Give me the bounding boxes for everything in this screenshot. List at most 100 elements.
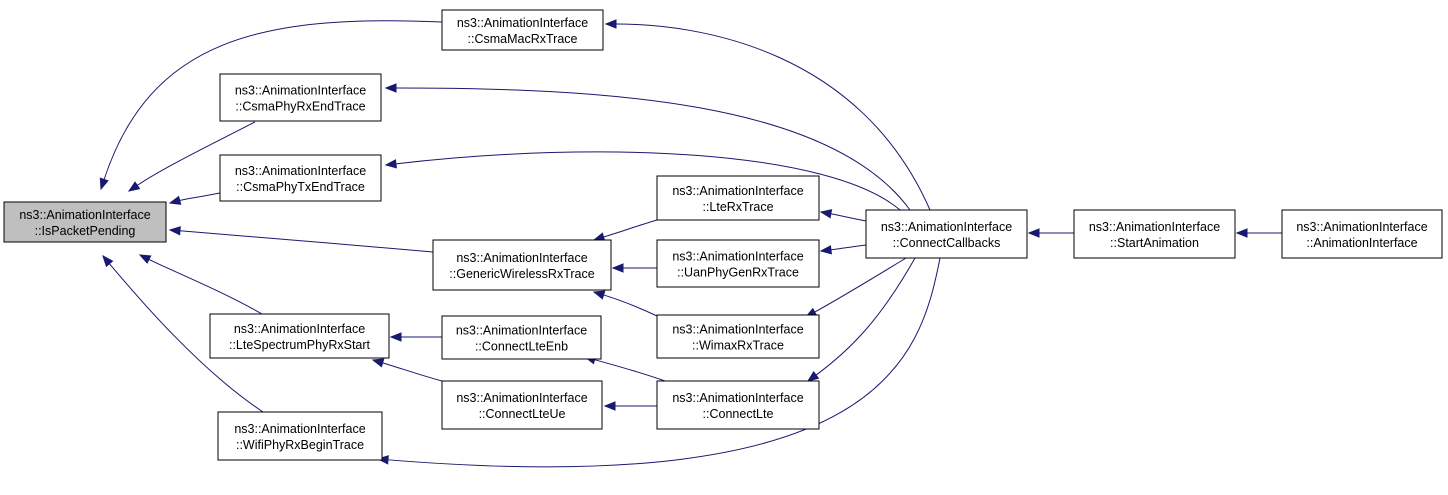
node-box bbox=[219, 73, 382, 122]
edge-line bbox=[615, 23, 931, 211]
edge-line bbox=[136, 121, 256, 186]
node-namespace-label: ns3::AnimationInterface bbox=[1089, 220, 1220, 234]
edge-line bbox=[103, 20, 443, 180]
node-method-label: ::LteRxTrace bbox=[702, 200, 773, 214]
node-namespace-label: ns3::AnimationInterface bbox=[1296, 220, 1427, 234]
node-box bbox=[217, 411, 383, 461]
node-namespace-label: ns3::AnimationInterface bbox=[19, 208, 150, 222]
node-namespace-label: ns3::AnimationInterface bbox=[457, 16, 588, 30]
node-wifiphyrxbegintrace[interactable]: ns3::AnimationInterface::WifiPhyRxBeginT… bbox=[217, 411, 383, 461]
node-method-label: ::CsmaPhyRxEndTrace bbox=[235, 100, 365, 114]
node-box bbox=[441, 380, 603, 430]
node-box bbox=[656, 239, 820, 288]
node-namespace-label: ns3::AnimationInterface bbox=[672, 323, 803, 337]
node-namespace-label: ns3::AnimationInterface bbox=[234, 422, 365, 436]
edge-line bbox=[815, 257, 916, 376]
node-method-label: ::IsPacketPending bbox=[35, 224, 136, 238]
node-namespace-label: ns3::AnimationInterface bbox=[235, 164, 366, 178]
edge-line bbox=[387, 257, 941, 468]
node-connectlteue[interactable]: ns3::AnimationInterface::ConnectLteUe bbox=[441, 380, 603, 430]
node-box bbox=[219, 154, 382, 202]
edge-connectlteue-to-ltespectrumphyrxstart bbox=[371, 358, 443, 382]
edge-line bbox=[179, 192, 221, 201]
edge-line bbox=[603, 294, 658, 317]
node-method-label: ::StartAnimation bbox=[1110, 236, 1199, 250]
edge-genericwirelessrxtrace-to-ispacketpending bbox=[168, 226, 434, 253]
edge-wifiphyrxbegintrace-to-ispacketpending bbox=[102, 254, 264, 413]
arrowhead-icon bbox=[127, 181, 141, 192]
node-connectcallbacks[interactable]: ns3::AnimationInterface::ConnectCallback… bbox=[865, 209, 1028, 259]
node-ispacketpending[interactable]: ns3::AnimationInterface::IsPacketPending bbox=[3, 201, 167, 243]
edge-line bbox=[830, 213, 867, 222]
arrowhead-icon bbox=[1235, 228, 1248, 238]
edge-connectcallbacks-to-wimaxrxtrace bbox=[804, 257, 907, 318]
node-uanphygenrxtrace[interactable]: ns3::AnimationInterface::UanPhyGenRxTrac… bbox=[656, 239, 820, 288]
node-box bbox=[432, 239, 612, 291]
arrowhead-icon bbox=[1027, 228, 1040, 238]
node-connectlte[interactable]: ns3::AnimationInterface::ConnectLte bbox=[656, 380, 820, 430]
edge-line bbox=[382, 362, 443, 382]
node-startanimation[interactable]: ns3::AnimationInterface::StartAnimation bbox=[1073, 209, 1236, 259]
node-box bbox=[3, 201, 167, 243]
node-method-label: ::AnimationInterface bbox=[1306, 236, 1417, 250]
node-box bbox=[1073, 209, 1236, 259]
edge-connectcallbacks-to-uanphygenrxtrace bbox=[819, 244, 867, 255]
edge-ltespectrumphyrxstart-to-ispacketpending bbox=[138, 254, 263, 315]
edge-connectcallbacks-to-csmaphyrxendtrace bbox=[384, 83, 911, 211]
node-genericwirelessrxtrace[interactable]: ns3::AnimationInterface::GenericWireless… bbox=[432, 239, 612, 291]
node-box bbox=[441, 315, 602, 360]
node-wimaxrxtrace[interactable]: ns3::AnimationInterface::WimaxRxTrace bbox=[656, 314, 820, 359]
node-animationinterface[interactable]: ns3::AnimationInterface::AnimationInterf… bbox=[1281, 209, 1443, 259]
edge-startanimation-to-connectcallbacks bbox=[1027, 228, 1074, 238]
arrowhead-icon bbox=[138, 254, 152, 264]
edge-connectcallbacks-to-connectlte bbox=[806, 257, 916, 382]
node-method-label: ::WimaxRxTrace bbox=[692, 339, 784, 353]
node-csmaphytxendtrace[interactable]: ns3::AnimationInterface::CsmaPhyTxEndTra… bbox=[219, 154, 382, 202]
edge-connectcallbacks-to-csmaphytxendtrace bbox=[384, 151, 901, 211]
node-box bbox=[1281, 209, 1443, 259]
arrowhead-icon bbox=[384, 83, 397, 93]
node-method-label: ::ConnectLteEnb bbox=[475, 340, 568, 354]
arrowhead-icon bbox=[604, 19, 617, 29]
edge-line bbox=[594, 359, 666, 382]
arrowhead-icon bbox=[168, 226, 181, 236]
arrowhead-icon bbox=[603, 401, 616, 411]
arrowhead-icon bbox=[819, 245, 832, 255]
node-ltespectrumphyrxstart[interactable]: ns3::AnimationInterface::LteSpectrumPhyR… bbox=[209, 313, 390, 359]
edge-connectlte-to-connectlteue bbox=[603, 401, 657, 411]
edge-wimaxrxtrace-to-genericwirelessrxtrace bbox=[592, 290, 658, 317]
edge-line bbox=[395, 87, 911, 211]
arrowhead-icon bbox=[99, 177, 109, 191]
node-box bbox=[656, 314, 820, 359]
node-namespace-label: ns3::AnimationInterface bbox=[235, 84, 366, 98]
arrowhead-icon bbox=[376, 455, 389, 465]
nodes-layer: ns3::AnimationInterface::IsPacketPending… bbox=[3, 9, 1443, 461]
edge-line bbox=[148, 259, 263, 315]
node-namespace-label: ns3::AnimationInterface bbox=[672, 391, 803, 405]
arrowhead-icon bbox=[592, 290, 606, 300]
node-csmaphyrxendtrace[interactable]: ns3::AnimationInterface::CsmaPhyRxEndTra… bbox=[219, 73, 382, 122]
node-method-label: ::WifiPhyRxBeginTrace bbox=[236, 438, 364, 452]
arrowhead-icon bbox=[102, 254, 114, 268]
node-csmamacrxtrace[interactable]: ns3::AnimationInterface::CsmaMacRxTrace bbox=[441, 9, 604, 51]
node-namespace-label: ns3::AnimationInterface bbox=[234, 322, 365, 336]
node-box bbox=[209, 313, 390, 359]
node-ltertrace[interactable]: ns3::AnimationInterface::LteRxTrace bbox=[656, 175, 820, 221]
node-method-label: ::CsmaMacRxTrace bbox=[468, 32, 578, 46]
node-namespace-label: ns3::AnimationInterface bbox=[672, 250, 803, 264]
node-box bbox=[656, 380, 820, 430]
node-namespace-label: ns3::AnimationInterface bbox=[672, 184, 803, 198]
arrowhead-icon bbox=[806, 370, 820, 382]
node-method-label: ::CsmaPhyTxEndTrace bbox=[236, 180, 365, 194]
node-box bbox=[441, 9, 604, 51]
edge-csmaphytxendtrace-to-ispacketpending bbox=[168, 192, 221, 205]
edge-ltertrace-to-genericwirelessrxtrace bbox=[592, 219, 658, 242]
edge-line bbox=[109, 263, 264, 413]
node-connectlteenb[interactable]: ns3::AnimationInterface::ConnectLteEnb bbox=[441, 315, 602, 360]
edge-connectlteenb-to-ltespectrumphyrxstart bbox=[389, 332, 443, 342]
node-box bbox=[656, 175, 820, 221]
node-box bbox=[865, 209, 1028, 259]
node-namespace-label: ns3::AnimationInterface bbox=[456, 251, 587, 265]
node-method-label: ::UanPhyGenRxTrace bbox=[677, 266, 799, 280]
